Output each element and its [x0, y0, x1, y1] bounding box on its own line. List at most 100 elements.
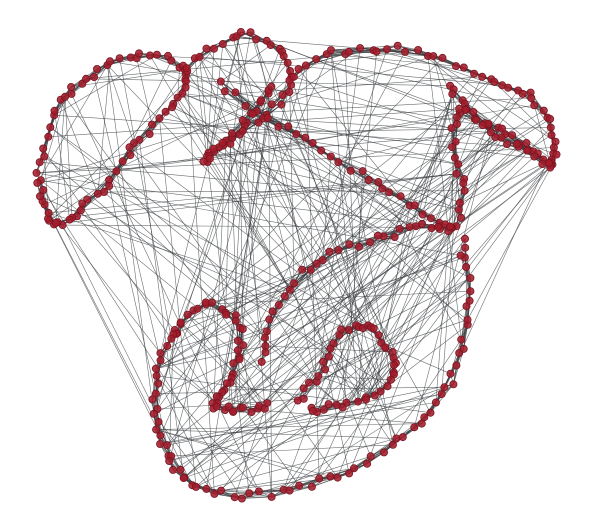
graph-node-top-left-loop — [173, 93, 182, 102]
graph-node-bottom-left-spiral — [176, 318, 185, 327]
graph-node-bottom-outer-arc — [459, 344, 468, 353]
cross-edge — [42, 148, 217, 407]
graph-node-central-chain — [290, 279, 299, 288]
graph-node-bottom-outer-arc — [202, 484, 211, 493]
graph-node-right-loop — [522, 138, 531, 147]
cross-edge — [232, 178, 465, 412]
cross-edge — [168, 90, 269, 462]
cross-edge — [260, 102, 331, 349]
graph-node-top-left-loop — [161, 107, 170, 116]
graph-node-central-chain — [334, 245, 343, 254]
graph-node-top-middle-loop — [209, 44, 218, 53]
graph-node-top-right-arc — [504, 83, 513, 92]
top-right-arc-chord — [348, 51, 434, 57]
graph-node-central-chain — [373, 231, 382, 240]
graph-node-top-left-loop — [39, 185, 48, 194]
cross-edge — [44, 156, 374, 329]
cross-edge — [365, 89, 454, 400]
cross-edge — [54, 54, 158, 116]
graph-node-top-right-arc — [518, 89, 527, 98]
graph-node-bottom-outer-arc — [426, 408, 435, 417]
graph-node-bottom-middle-loop — [304, 378, 313, 387]
graph-node-bottom-middle-loop — [361, 395, 370, 404]
graph-node-top-middle-loop — [199, 157, 208, 166]
graph-node-bottom-outer-arc — [461, 243, 470, 252]
top-middle-loop-chord — [222, 43, 273, 105]
top-middle-loop-chord — [260, 48, 281, 103]
bottom-outer-arc-chord — [206, 438, 397, 490]
cross-edge — [289, 226, 457, 491]
cross-edge — [209, 43, 224, 159]
graph-node-bottom-outer-arc — [156, 356, 165, 365]
bottom-outer-arc-chord — [156, 375, 431, 413]
top-left-loop-chord — [47, 81, 187, 219]
graph-node-central-chain — [334, 158, 343, 167]
graph-node-central-chain — [268, 307, 277, 316]
bottom-left-spiral-chord — [180, 323, 260, 407]
cross-edge — [64, 96, 338, 478]
cross-edge — [166, 393, 442, 446]
graph-node-bottom-middle-loop — [324, 400, 333, 409]
graph-node-top-left-loop — [35, 158, 44, 167]
graph-node-top-right-arc — [344, 47, 353, 56]
graph-node-central-chain — [231, 88, 240, 97]
cross-edge — [211, 302, 225, 391]
graph-node-top-middle-loop — [257, 96, 266, 105]
bottom-outer-arc-chord — [156, 423, 422, 430]
cross-edge — [380, 324, 468, 392]
graph-node-bottom-outer-arc — [152, 425, 161, 434]
cross-edge — [329, 117, 548, 252]
graph-node-bottom-outer-arc — [457, 335, 466, 344]
graph-node-right-loop — [448, 142, 457, 151]
graph-node-top-right-arc — [438, 53, 447, 62]
cross-edge — [218, 51, 406, 398]
cross-edge — [233, 37, 318, 382]
cross-edge — [224, 386, 445, 391]
bottom-middle-loop-chord — [318, 375, 392, 380]
graph-node-central-chain — [366, 238, 375, 247]
bottom-outer-arc-edge — [430, 384, 454, 413]
graph-node-bottom-outer-arc — [191, 482, 200, 491]
bottom-outer-arc-chord — [283, 238, 466, 490]
graph-node-top-right-arc — [546, 115, 555, 124]
graph-node-central-chain — [410, 201, 419, 210]
graph-node-top-left-loop — [118, 157, 127, 166]
cross-edge — [76, 173, 457, 217]
cross-edge — [467, 164, 553, 320]
graph-node-bottom-outer-arc — [465, 296, 474, 305]
graph-node-top-left-loop — [76, 206, 85, 215]
cross-edge — [328, 356, 371, 457]
bottom-outer-arc-chord — [156, 429, 331, 477]
graph-node-top-middle-loop — [238, 116, 247, 125]
graph-node-top-left-loop — [152, 50, 161, 59]
graph-node-top-left-loop — [61, 92, 70, 101]
graph-node-bottom-middle-loop — [389, 361, 398, 370]
graph-node-bottom-left-spiral — [233, 336, 242, 345]
graph-node-central-chain — [325, 247, 334, 256]
graph-node-top-right-arc — [326, 46, 335, 55]
graph-node-central-chain — [354, 242, 363, 251]
cross-edge — [318, 48, 361, 377]
cross-edge — [235, 283, 295, 322]
cross-edge — [48, 212, 290, 291]
bottom-outer-arc-chord — [183, 277, 471, 479]
graph-node-top-middle-loop — [205, 154, 214, 163]
graph-node-bottom-left-spiral — [239, 341, 248, 350]
graph-node-bottom-outer-arc — [345, 469, 354, 478]
graph-node-bottom-outer-arc — [156, 349, 165, 358]
graph-node-bottom-left-spiral — [212, 392, 221, 401]
graph-node-bottom-outer-arc — [449, 380, 458, 389]
graph-node-bottom-outer-arc — [230, 493, 239, 502]
bottom-outer-arc-edge — [460, 255, 471, 292]
graph-node-bottom-outer-arc — [462, 262, 471, 271]
cross-edge — [205, 290, 471, 305]
graph-node-top-middle-loop — [254, 118, 263, 127]
central-chain-edge — [338, 161, 363, 172]
graph-node-top-middle-loop — [209, 144, 218, 153]
graph-node-bottom-left-spiral — [263, 399, 272, 408]
cross-edge — [382, 188, 462, 340]
graph-node-top-left-loop — [46, 123, 55, 132]
graph-node-bottom-outer-arc — [466, 287, 475, 296]
graph-node-top-left-loop — [51, 218, 60, 227]
cross-edge — [180, 57, 443, 325]
